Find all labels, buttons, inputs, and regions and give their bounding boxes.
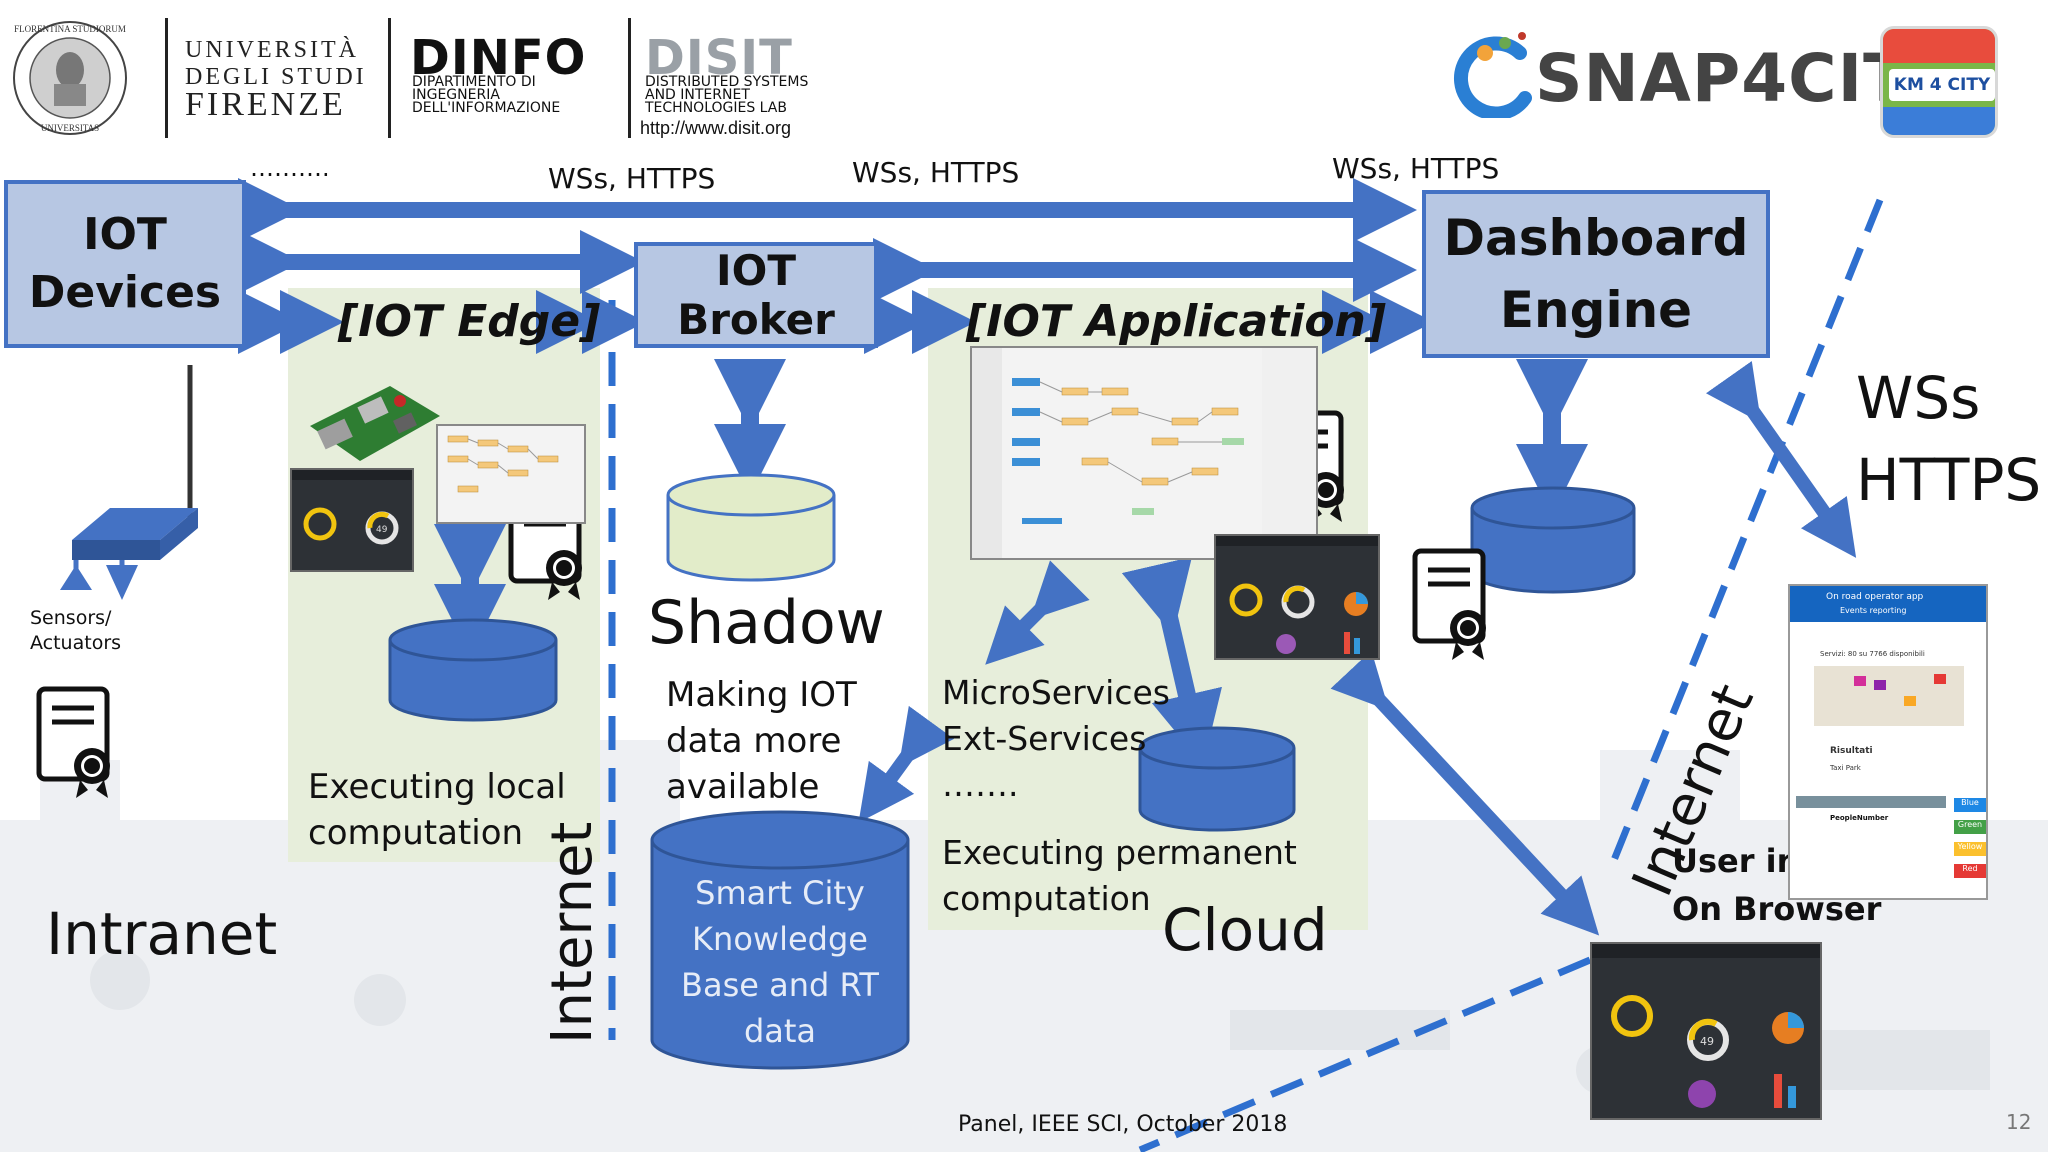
internet-boundary-right	[1606, 198, 1884, 872]
arrow-dashboard-widget	[1330, 650, 1600, 936]
mobile-app-title: On road operator app	[1826, 592, 1924, 602]
mobile-result-item[interactable]: Taxi Park	[1830, 764, 1861, 772]
university-line1: UNIVERSITÀ	[185, 37, 359, 63]
cloud-label: Cloud	[1162, 896, 1328, 964]
dashboard-engine-box: Dashboard Engine	[1422, 190, 1770, 358]
dashboard-database-cylinder	[1470, 486, 1636, 594]
raspberry-pi-image	[300, 376, 450, 466]
application-node-red-screenshot	[970, 346, 1318, 560]
university-line2: DEGLI STUDI	[185, 64, 367, 90]
mobile-app-subtitle: Events reporting	[1840, 606, 1907, 615]
executing-permanent-label: Executing permanent computation	[942, 833, 1297, 918]
mobile-map	[1814, 666, 1964, 726]
iot-edge-label: [IOT Edge]	[338, 296, 601, 347]
legend-blue[interactable]: Blue	[1954, 798, 1986, 812]
disit-line2: AND INTERNET	[645, 87, 750, 103]
wss-https-label-2: WSs, HTTPS	[852, 156, 1020, 189]
router-device	[60, 365, 198, 600]
dinfo-title: DINFO	[410, 30, 587, 86]
shadow-label: Shadow	[648, 588, 885, 658]
wss-https-label-1: WSs, HTTPS	[548, 162, 716, 195]
edge-dashboard-screenshot: 49	[290, 468, 414, 572]
arrow-dashboard-browser	[1705, 360, 1857, 558]
svg-text:FLORENTINA STUDIORUM: FLORENTINA STUDIORUM	[14, 24, 126, 34]
arrow-app-db	[1121, 556, 1222, 766]
legend-green[interactable]: Green	[1954, 820, 1986, 834]
disit-url[interactable]: http://www.disit.org	[640, 118, 792, 138]
legend-red[interactable]: Red	[1954, 864, 1986, 878]
edge-database-cylinder	[388, 618, 558, 722]
iot-devices-label-line2: Devices	[28, 267, 222, 318]
mobile-app-screenshot: On road operator app Events reporting Se…	[1788, 584, 1988, 900]
iot-devices-label-line1: IOT	[83, 209, 167, 260]
https-big-label: HTTPS	[1856, 446, 2042, 514]
legend-yellow[interactable]: Yellow	[1954, 842, 1986, 856]
wss-https-label-3: WSs, HTTPS	[1332, 152, 1500, 185]
disit-line1: DISTRIBUTED SYSTEMS	[645, 74, 809, 90]
browser-dashboard-screenshot: 49	[1590, 942, 1822, 1120]
dinfo-line2: INGEGNERIA	[412, 87, 500, 103]
executing-local-label: Executing local computation	[308, 767, 566, 853]
certificate-icon	[1412, 548, 1486, 660]
dinfo-line1: DIPARTIMENTO DI	[412, 74, 536, 90]
application-database-cylinder	[1138, 726, 1296, 832]
iot-broker-box: IOT Broker	[634, 242, 878, 348]
logo-divider	[628, 18, 631, 138]
dots-label: ……….	[250, 154, 330, 182]
iot-application-label: [IOT Application]	[966, 296, 1386, 347]
footer-text: Panel, IEEE SCI, October 2018	[958, 1112, 1288, 1137]
page-number: 12	[2006, 1110, 2032, 1134]
sensors-actuators-label: Sensors/ Actuators	[30, 607, 122, 654]
mobile-people-label: PeopleNumber	[1830, 814, 1889, 822]
arrow-app-microservices	[985, 560, 1090, 665]
arrow-kb-microservices	[858, 705, 955, 823]
mobile-app-search: Servizi: 80 su 7766 disponibili	[1820, 650, 1925, 658]
dashboard-engine-label-line1: Dashboard	[1443, 209, 1749, 267]
intranet-label: Intranet	[46, 900, 278, 968]
km4city-logo: KM 4 CITY	[1880, 26, 1998, 138]
application-dashboard-screenshot	[1214, 534, 1380, 660]
logo-divider	[165, 18, 168, 138]
disit-title: DISIT	[645, 30, 793, 86]
shadow-cylinder	[666, 473, 836, 582]
dinfo-line3: DELL'INFORMAZIONE	[412, 100, 561, 116]
gauge-value: 49	[376, 525, 388, 535]
university-line3: FIRENZE	[185, 86, 346, 123]
iot-broker-label: IOT Broker	[677, 246, 835, 344]
iot-devices-box: IOT Devices	[4, 180, 246, 348]
making-iot-data-label: Making IOT data more available	[666, 675, 857, 807]
university-seal-logo: FLORENTINA STUDIORUM UNIVERSITAS	[13, 21, 127, 135]
microservices-label: MicroServices Ext-Services …….	[942, 673, 1170, 804]
knowledge-base-label: Smart City Knowledge Base and RT data	[681, 874, 879, 1050]
svg-text:UNIVERSITAS: UNIVERSITAS	[41, 123, 99, 133]
snap4city-swirl-icon	[1454, 32, 1532, 118]
internet-boundary-bottom	[1138, 956, 1592, 1152]
km4city-text: KM 4 CITY	[1889, 69, 1995, 101]
knowledge-base-cylinder	[650, 810, 910, 1070]
mobile-results-label: Risultati	[1830, 746, 1873, 756]
certificate-icon	[36, 686, 110, 798]
wss-big-label: WSs	[1856, 364, 1981, 432]
dashboard-engine-label-line2: Engine	[1499, 281, 1693, 339]
gauge-value-large: 49	[1700, 1035, 1714, 1048]
logo-divider	[388, 18, 391, 138]
edge-node-red-screenshot	[436, 424, 586, 524]
disit-line3: TECHNOLOGIES LAB	[645, 100, 787, 116]
